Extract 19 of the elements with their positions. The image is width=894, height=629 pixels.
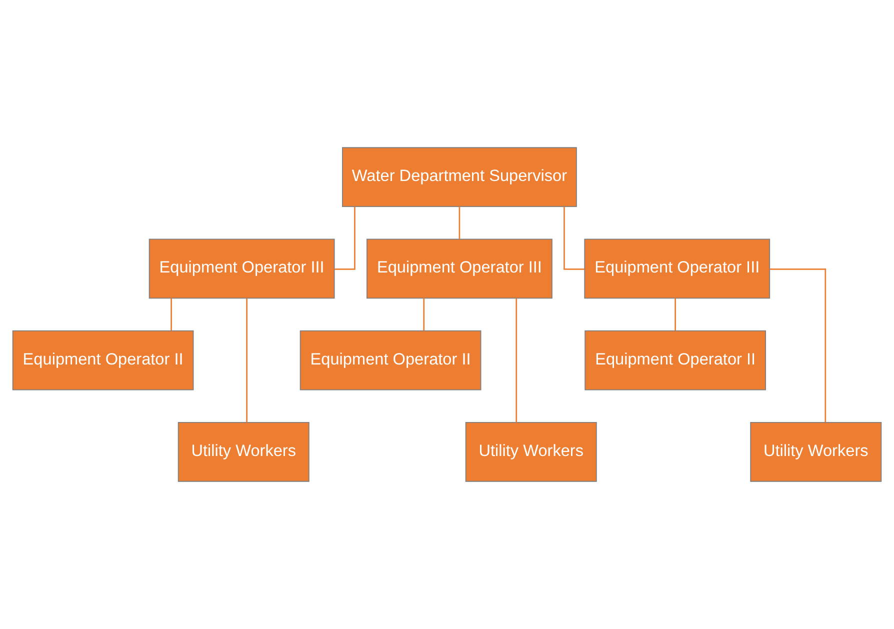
connector	[334, 206, 356, 270]
connector	[170, 298, 172, 331]
node-box: Water Department Supervisor	[342, 147, 577, 208]
connector	[458, 206, 460, 239]
node-box: Equipment Operator II	[584, 330, 766, 390]
connector	[564, 206, 584, 270]
node-box: Equipment Operator II	[300, 330, 482, 390]
node-box: Utility Workers	[465, 422, 597, 482]
connector	[423, 298, 425, 331]
node-box: Equipment Operator II	[12, 330, 194, 390]
connector	[674, 298, 676, 331]
node-box: Equipment Operator III	[584, 238, 770, 299]
node-box: Utility Workers	[750, 422, 882, 482]
connector	[246, 298, 248, 422]
node-box: Equipment Operator III	[148, 238, 335, 299]
node-box: Equipment Operator III	[366, 238, 552, 299]
node-box: Utility Workers	[178, 422, 310, 482]
connector	[770, 268, 826, 422]
connector	[516, 298, 518, 422]
